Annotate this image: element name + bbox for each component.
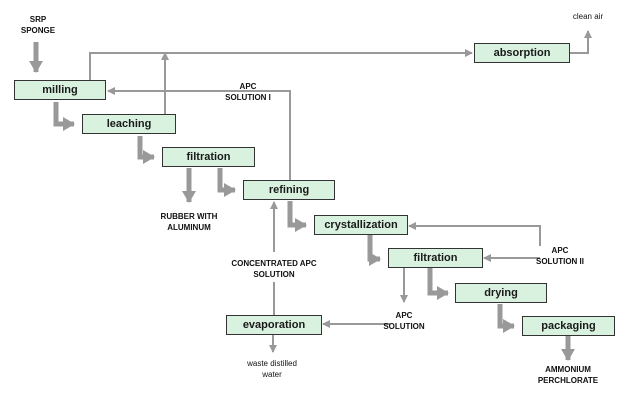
arrow-refining-to-crystallization: [287, 201, 307, 232]
apc-solution-2-label: APC SOLUTION II: [528, 245, 592, 267]
arrow-crystallization-to-filtration: [367, 235, 381, 266]
filtration-box-2: filtration: [388, 248, 483, 268]
srp-sponge-line1: SRP: [29, 15, 47, 24]
apc-solution-2-line2: SOLUTION II: [536, 257, 584, 266]
ammonium-line1: AMMONIUM: [545, 365, 591, 374]
apc-solution-label: APC SOLUTION: [378, 310, 430, 332]
waste-line1: waste distilled: [247, 359, 297, 368]
evaporation-box: evaporation: [226, 315, 322, 335]
waste-distilled-water-label: waste distilled water: [236, 358, 308, 380]
absorption-box: absorption: [474, 43, 570, 63]
arrow-milling-to-leaching: [53, 102, 75, 131]
waste-line2: water: [262, 370, 282, 379]
apc-solution-line1: APC: [395, 311, 413, 320]
clean-air-label: clean air: [572, 12, 604, 21]
arrow-apc-solution-1-to-milling: [107, 87, 291, 180]
apc-solution-1-line1: APC: [239, 82, 257, 91]
concentrated-apc-solution-label: CONCENTRATED APC SOLUTION: [229, 258, 319, 280]
ammonium-perchlorate-label: AMMONIUM PERCHLORATE: [536, 364, 600, 386]
packaging-box: packaging: [522, 316, 615, 336]
concentrated-line2: SOLUTION: [253, 270, 295, 279]
arrow-filtration-to-drying: [427, 268, 449, 300]
srp-sponge-line2: SPONGE: [20, 26, 56, 35]
rubber-line1: RUBBER WITH: [160, 212, 218, 221]
filtration-box-1: filtration: [162, 147, 255, 167]
apc-solution-line2: SOLUTION: [383, 322, 425, 331]
apc-solution-2-line1: APC: [551, 246, 569, 255]
concentrated-line1: CONCENTRATED APC: [231, 259, 317, 268]
ammonium-line2: PERCHLORATE: [537, 376, 599, 385]
srp-sponge-label: SRP SPONGE: [18, 14, 58, 36]
milling-box: milling: [14, 80, 106, 100]
crystallization-box: crystallization: [314, 215, 408, 235]
apc-solution-1-label: APC SOLUTION I: [218, 81, 278, 103]
rubber-line2: ALUMINUM: [167, 223, 211, 232]
leaching-box: leaching: [82, 114, 176, 134]
rubber-with-aluminum-label: RUBBER WITH ALUMINUM: [156, 211, 222, 233]
drying-box: drying: [455, 283, 547, 303]
arrow-milling-to-absorption: [89, 49, 473, 80]
arrow-apc-solution-2-to-crystallization: [408, 222, 541, 246]
refining-box: refining: [243, 180, 335, 200]
arrow-absorption-to-clean-air: [570, 30, 592, 54]
arrow-leaching-to-filtration: [137, 136, 155, 164]
arrow-filtration-to-refining: [217, 168, 236, 197]
apc-solution-1-line2: SOLUTION I: [225, 93, 271, 102]
arrow-drying-to-packaging: [497, 304, 515, 333]
